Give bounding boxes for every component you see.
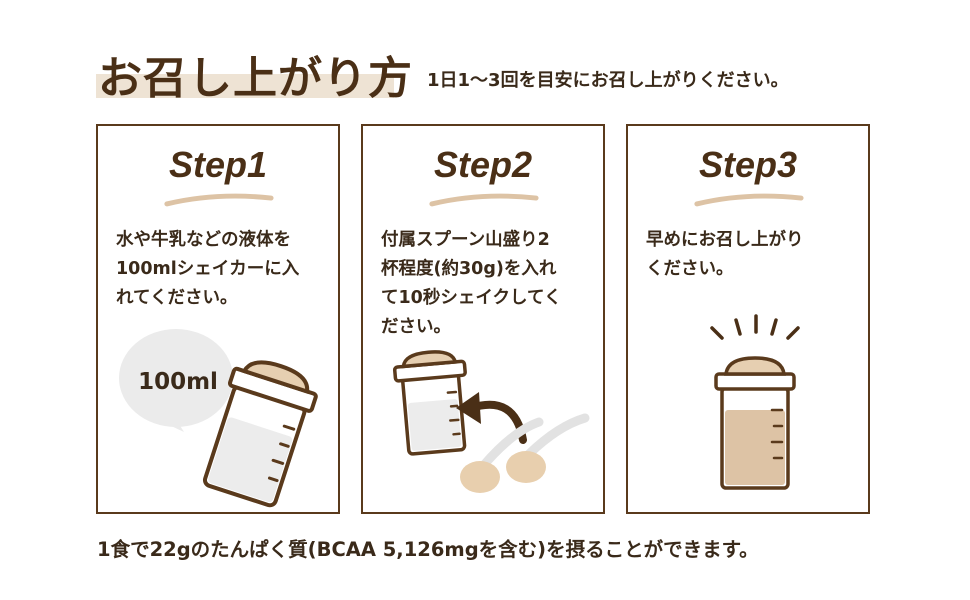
step-title: Step1 <box>168 144 268 185</box>
brush-stroke <box>164 193 274 207</box>
step-card-3: Step3 早めにお召し上がり ください。 <box>626 124 870 514</box>
step-card-2: Step2 付属スプーン山盛り2 杯程度(約30g)を入れ て10秒シェイクして… <box>361 124 605 514</box>
step-title: Step3 <box>698 144 798 185</box>
brush-stroke <box>694 193 804 207</box>
title-block: お召し上がり方 <box>96 40 412 104</box>
footer-note: 1食で22gのたんぱく質(BCAA 5,126mgを含む)を摂ることができます。 <box>97 538 759 561</box>
step-text: 水や牛乳などの液体を 100mlシェイカーに入 れてください。 <box>116 230 300 308</box>
step-title: Step2 <box>433 144 533 185</box>
title-highlight <box>96 74 394 98</box>
brush-stroke <box>429 193 539 207</box>
step2-illustration <box>392 350 590 493</box>
speech-bubble-icon <box>119 329 233 432</box>
spoon-with-powder-icon <box>460 413 590 493</box>
shaker-icon <box>202 360 318 508</box>
step3-illustration <box>710 314 800 490</box>
shaker-icon <box>392 350 467 456</box>
step1-illustration <box>119 329 318 508</box>
shaker-filled-icon <box>714 356 796 490</box>
step-card-1: Step1 水や牛乳などの液体を 100mlシェイカーに入 れてください。 10… <box>96 124 340 514</box>
step-text: 早めにお召し上がり ください。 <box>646 230 804 279</box>
sparkle-lines-icon <box>710 314 800 340</box>
page-title: お召し上がり方 <box>98 53 413 104</box>
step-text: 付属スプーン山盛り2 杯程度(約30g)を入れ て10秒シェイクしてく ださい。 <box>381 230 562 337</box>
bubble-label: 100ml <box>138 369 218 395</box>
page-subtitle: 1日1～3回を目安にお召し上がりください。 <box>427 70 789 91</box>
